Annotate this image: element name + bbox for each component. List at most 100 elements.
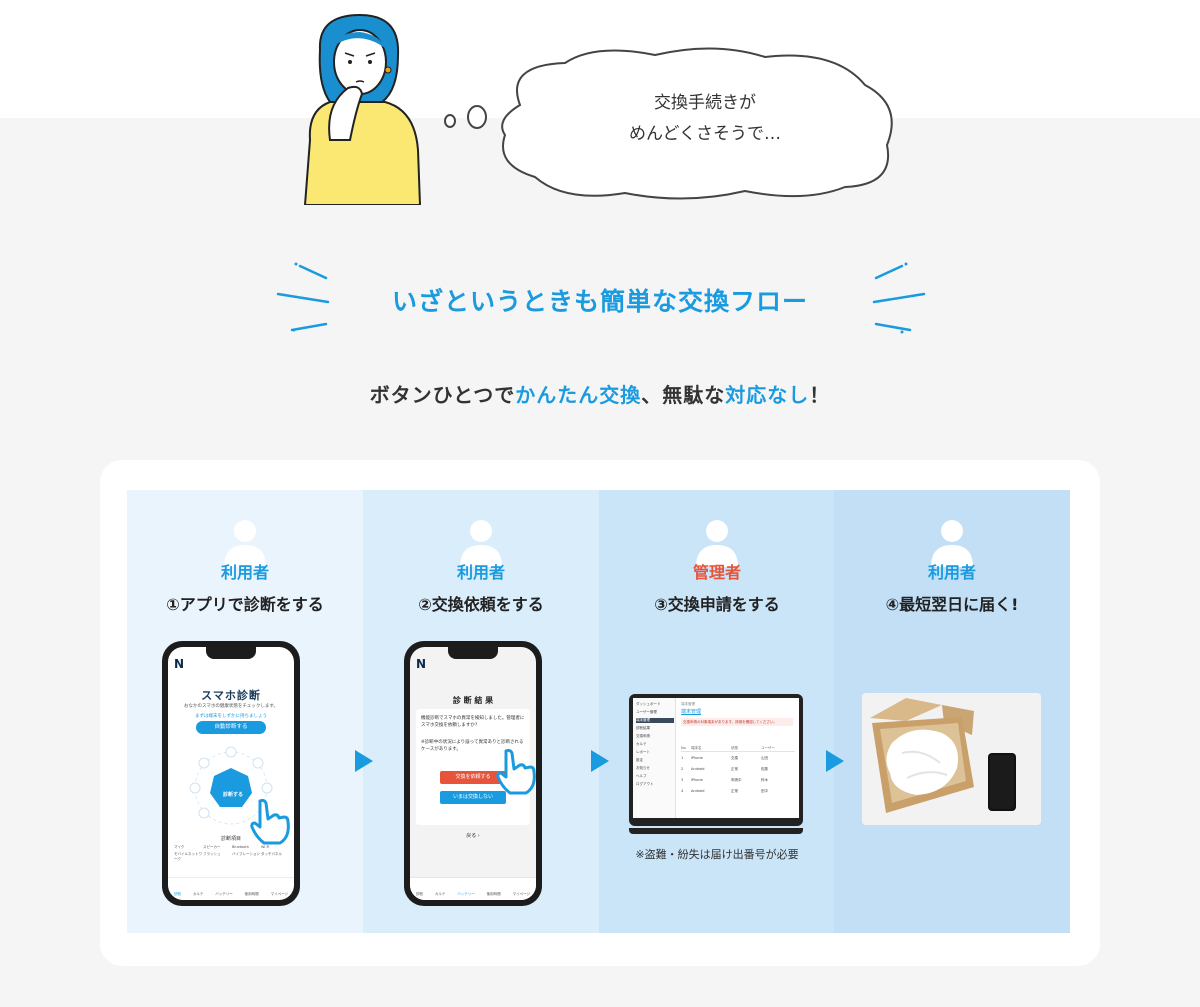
admin-menu-item[interactable]: 端末管理: [636, 718, 674, 723]
deco-lines-right: [872, 262, 926, 334]
diagnosis-dial: [189, 746, 273, 825]
tab-usage[interactable]: 使用時間: [244, 892, 259, 896]
back-link[interactable]: 戻る ›: [410, 832, 536, 839]
table-cell: 田中: [761, 789, 768, 793]
admin-sidebar: ダッシュボード ユーザー管理 端末管理 診断結果 交換申請 カルテ レポート 設…: [633, 698, 676, 818]
admin-menu: ダッシュボード ユーザー管理 端末管理 診断結果 交換申請 カルテ レポート 設…: [636, 702, 674, 787]
tab-chart[interactable]: カルテ: [192, 892, 204, 896]
phone-notch: [206, 647, 256, 659]
chevron-right-icon: ›: [477, 833, 480, 839]
tab-chart[interactable]: カルテ: [434, 892, 446, 896]
role-label-1: 利用者: [220, 563, 269, 582]
admin-menu-item[interactable]: 交換申請: [636, 734, 650, 738]
admin-icon: [696, 520, 738, 567]
admin-menu-item[interactable]: お知らせ: [636, 766, 650, 770]
admin-menu-item[interactable]: レポート: [636, 750, 650, 754]
admin-menu-item[interactable]: カルテ: [636, 742, 647, 746]
bubble-line-2: めんどくさそうで…: [629, 124, 781, 144]
bubble-line-1: 交換手続きが: [654, 93, 756, 113]
delivery-photo: [862, 693, 1041, 825]
admin-menu-item[interactable]: 設定: [636, 758, 643, 762]
table-cell: 3: [681, 778, 684, 782]
diagnosis-item: Wi-Fi: [261, 845, 270, 849]
table-cell: 2: [681, 767, 684, 771]
admin-menu-item[interactable]: 診断結果: [636, 726, 650, 730]
arrow-right-icon: [591, 750, 609, 772]
headline: いざというときも簡単な交換フロー: [391, 287, 808, 316]
theft-loss-note: ※盗難・紛失は届け出番号が必要: [635, 848, 799, 861]
diagnosis-item: タッチパネル: [261, 852, 282, 856]
tab-diagnosis[interactable]: 診断: [415, 892, 423, 896]
request-exchange-button[interactable]: 交換を依頼する: [440, 771, 506, 784]
diagnosis-item: モバイルネットワーク: [174, 852, 202, 861]
step-title-2: ②交換依頼をする: [418, 595, 544, 614]
subline-part-1: ボタンひとつで: [369, 383, 516, 407]
tab-mypage[interactable]: マイページ: [512, 892, 531, 896]
worried-woman-illustration: [303, 13, 422, 205]
table-row[interactable]: 1 iPhone 交換 山田: [681, 756, 795, 761]
role-label-2: 利用者: [456, 563, 505, 582]
tab-battery[interactable]: バッテリー: [457, 892, 475, 896]
arrow-right-icon: [355, 750, 373, 772]
subline: ボタンひとつでかんたん交換、無駄な対応なし！: [0, 379, 1200, 408]
table-cell: Android: [691, 789, 705, 793]
hand-pointer-icon: [250, 798, 290, 845]
table-header-cell: 状態: [731, 746, 738, 750]
tab-battery[interactable]: バッテリー: [215, 892, 233, 896]
phone-notch: [448, 647, 498, 659]
phone-diagnosis: N スマホ診断 おなかのスマホの健康状態をチェックします。 まずは端末をしずかに…: [162, 641, 300, 906]
table-cell: 正常: [731, 789, 738, 793]
table-cell: 山田: [761, 756, 768, 760]
step-title-4: ④最短翌日に届く!: [885, 595, 1019, 614]
table-header-cell: No: [681, 746, 686, 750]
phone-screen: N スマホ診断 おなかのスマホの健康状態をチェックします。 まずは端末をしずかに…: [168, 647, 294, 900]
bottom-tab-bar: 診断 カルテ バッテリー 使用時間 マイページ: [168, 877, 294, 900]
table-cell: 正常: [731, 767, 738, 771]
table-row[interactable]: 2 Android 正常 佐藤: [681, 767, 795, 772]
decline-exchange-button[interactable]: いまは交換しない: [440, 791, 506, 804]
user-icon: [931, 520, 973, 567]
open-box-with-phone-image: [862, 693, 1041, 825]
diagnosis-item: スピーカー: [203, 845, 221, 849]
table-row[interactable]: 4 Android 正常 田中: [681, 789, 795, 794]
laptop-base: [629, 828, 803, 834]
table-cell: 1: [681, 756, 684, 760]
table-header-cell: 端末名: [691, 746, 702, 750]
hand-pointer-icon: [496, 748, 536, 795]
tab-diagnosis[interactable]: 診断: [173, 892, 181, 896]
table-cell: iPhone: [691, 756, 703, 760]
diagnosis-title: スマホ診断: [201, 689, 261, 702]
app-logo: N: [174, 657, 185, 671]
diagnose-center-button[interactable]: 診断する: [222, 792, 243, 798]
step-title-3: ③交換申請をする: [654, 595, 780, 614]
app-logo: N: [416, 657, 427, 671]
result-message: 機能診断でスマホの異常を検知しました。管理者にスマホ交換を依頼しますか?: [421, 716, 525, 728]
admin-menu-item[interactable]: ユーザー管理: [636, 710, 657, 714]
admin-heading: 端末管理: [681, 709, 702, 715]
table-cell: 鈴木: [761, 778, 768, 782]
diagnosis-item: バイブレーション: [232, 852, 260, 856]
admin-menu-item[interactable]: ヘルプ: [636, 774, 647, 778]
table-header-cell: ユーザー: [761, 746, 775, 750]
tab-usage[interactable]: 使用時間: [486, 892, 501, 896]
table-row[interactable]: 3 iPhone 申請中 鈴木: [681, 778, 795, 783]
admin-breadcrumb: 端末管理: [681, 702, 695, 706]
role-label-3: 管理者: [692, 563, 741, 582]
bottom-tab-bar: 診断 カルテ バッテリー 使用時間 マイページ: [410, 877, 536, 900]
admin-alert: 交換申請の対象端末があります。詳細を確認してください。: [681, 718, 793, 726]
diagnosis-item: フラッシュ: [203, 852, 221, 856]
phone-screen: N 診 断 結 果 機能診断でスマホの異常を検知しました。管理者にスマホ交換を依…: [410, 647, 536, 900]
arrow-right-icon: [826, 750, 844, 772]
laptop-admin: ダッシュボード ユーザー管理 端末管理 診断結果 交換申請 カルテ レポート 設…: [629, 694, 803, 826]
admin-table-header: No 端末名 状態 ユーザー: [681, 746, 795, 752]
table-cell: 交換: [731, 756, 738, 760]
admin-menu-item[interactable]: ログアウト: [636, 782, 654, 786]
subline-highlight-1: かんたん交換: [515, 383, 642, 407]
subline-part-5: ！: [809, 383, 831, 407]
admin-menu-item[interactable]: ダッシュボード: [636, 702, 661, 706]
table-cell: 佐藤: [761, 767, 768, 771]
tab-mypage[interactable]: マイページ: [270, 892, 289, 896]
auto-diagnose-button[interactable]: 自動診断する: [196, 721, 266, 734]
bubble-text: 交換手続きが めんどくさそうで…: [540, 88, 870, 150]
role-label-4: 利用者: [927, 563, 976, 582]
